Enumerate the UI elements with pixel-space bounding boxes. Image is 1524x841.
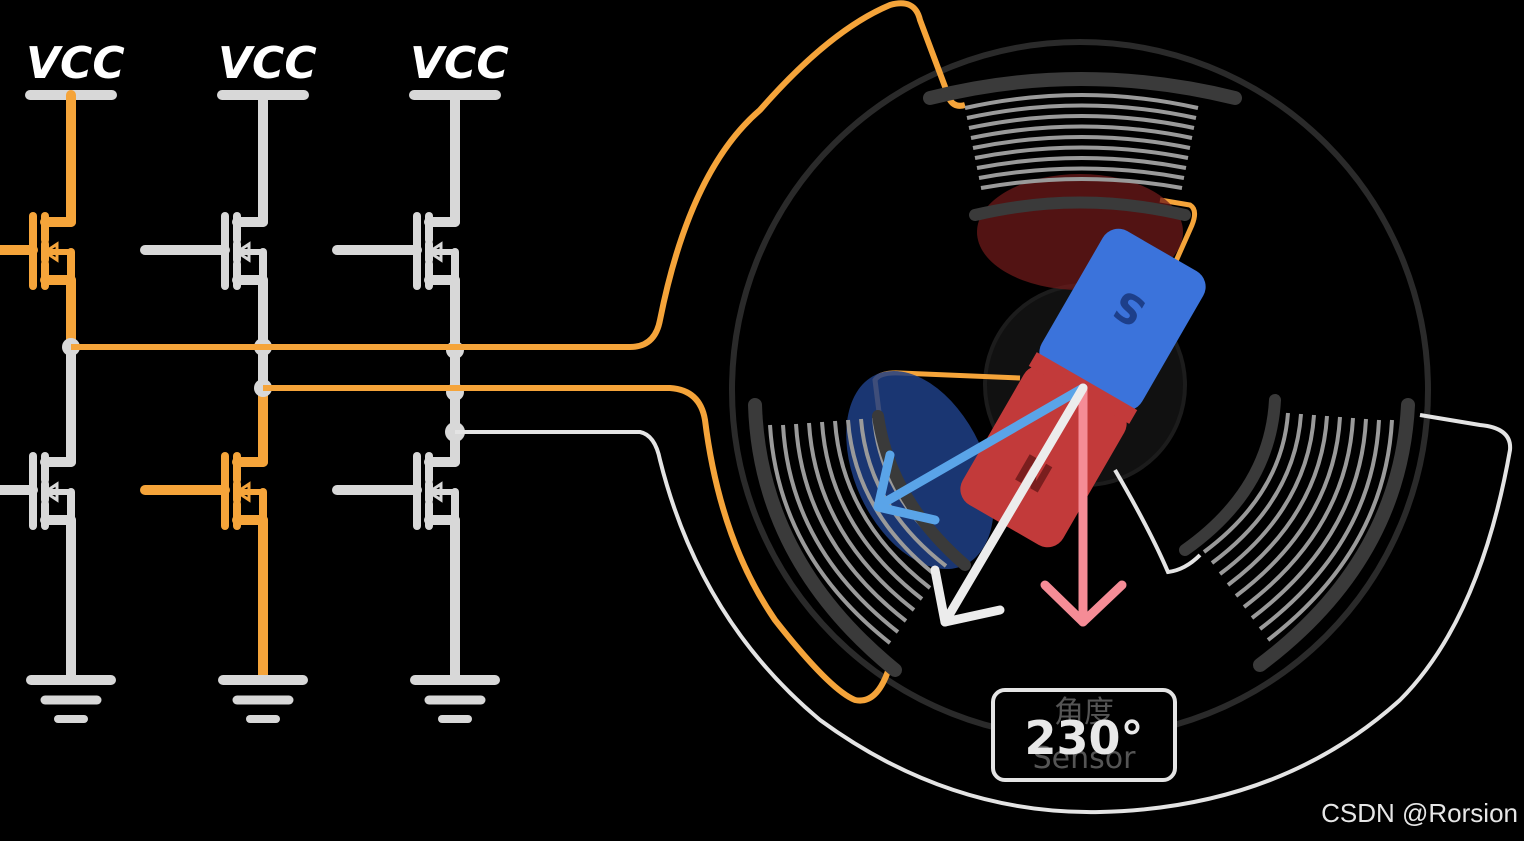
low-side-mosfet-c — [337, 420, 455, 562]
top-coil-lead — [1159, 197, 1198, 272]
vector-pink — [1040, 383, 1127, 627]
star-link — [1113, 468, 1202, 575]
ground-symbol-b — [223, 680, 303, 719]
vector-blue — [873, 383, 1088, 525]
coil-right — [1179, 394, 1415, 672]
high-side-mosfet-c — [337, 180, 455, 322]
phase-c-wire — [455, 413, 1513, 815]
sensor-word: Sensor — [1033, 741, 1136, 776]
ground-symbol-c — [415, 680, 495, 719]
phase-a-wire — [71, 0, 966, 350]
half-bridge-c — [337, 90, 501, 719]
low-side-mosfet-b — [145, 420, 263, 562]
vcc-label-c: VCC — [410, 38, 509, 89]
phase-b-wire — [263, 385, 893, 704]
coil-left — [748, 370, 994, 677]
high-side-mosfet-b — [145, 180, 263, 322]
sensor-caption: 角度 — [1054, 695, 1114, 730]
coil-top — [923, 72, 1242, 290]
angle-display-frame — [991, 688, 1177, 782]
vcc-label-a: VCC — [26, 38, 125, 89]
low-side-mosfet-a — [0, 420, 71, 562]
vector-white — [930, 383, 1088, 627]
angle-value: 230° — [1024, 711, 1143, 765]
angle-display: 角度 Sensor 230° — [991, 688, 1177, 782]
magnet-south-half — [1039, 228, 1206, 411]
half-bridge-a — [0, 90, 117, 719]
high-side-mosfet-a — [0, 180, 71, 322]
watermark: CSDN @Rorsion — [1321, 798, 1518, 828]
ground-symbol-a — [31, 680, 111, 719]
field-vectors — [873, 383, 1127, 627]
half-bridge-b — [145, 90, 309, 719]
vcc-label-b: VCC — [218, 38, 317, 89]
